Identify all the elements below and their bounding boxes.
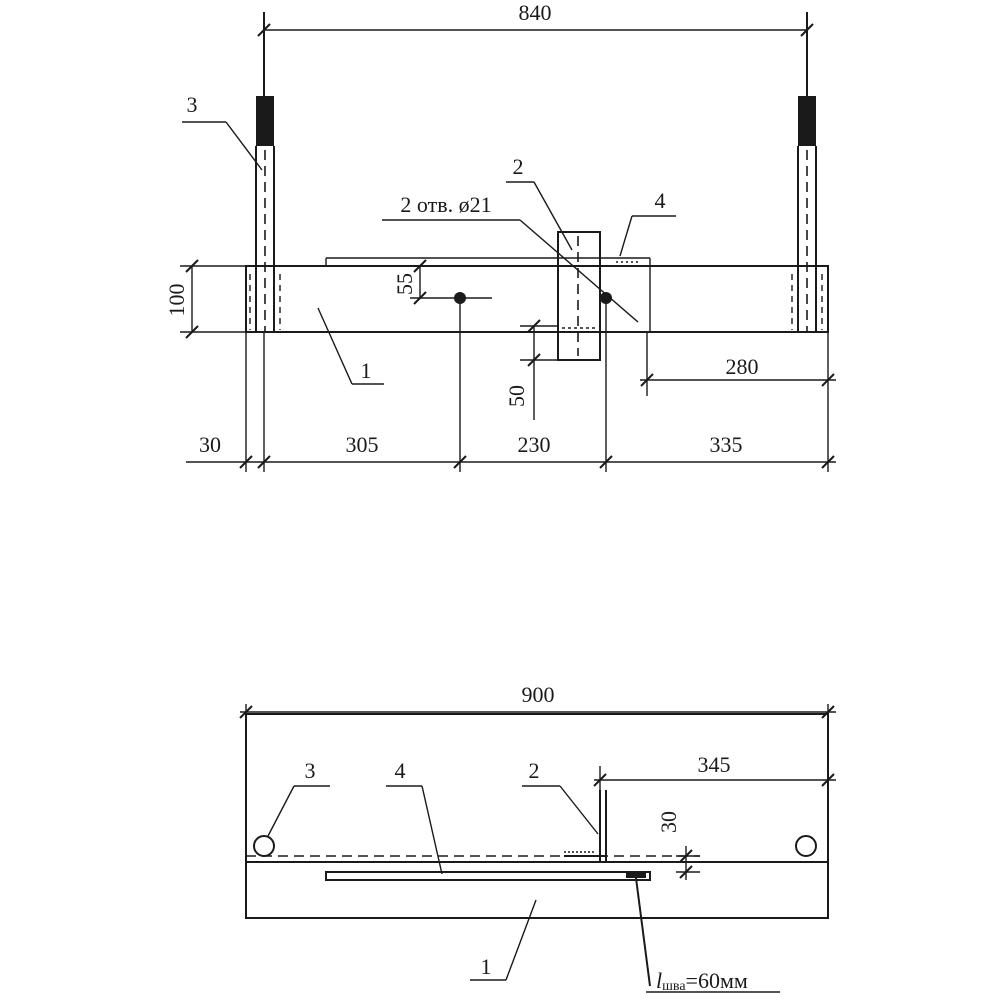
dim-230-label: 230	[518, 432, 551, 457]
dim-30-label: 30	[199, 432, 221, 457]
dim-345-label: 345	[698, 752, 731, 777]
dim-55: 55	[392, 259, 430, 305]
dim-280: 280	[640, 332, 836, 396]
dim-55-label: 55	[392, 273, 417, 295]
callout-3-side: 3	[305, 758, 316, 783]
callout-2-top: 2	[513, 154, 524, 179]
callout-3-top: 3	[187, 92, 198, 117]
dim-30-side: 30	[656, 811, 700, 880]
side-bolt-right	[795, 835, 817, 857]
leader-2-side: 2	[522, 758, 599, 835]
angle-bracket	[557, 231, 601, 361]
dim-840-label: 840	[519, 0, 552, 25]
dim-335-label: 335	[710, 432, 743, 457]
callout-1-top: 1	[361, 358, 372, 383]
top-view: 840 100 55 50	[164, 0, 836, 472]
dim-345: 345	[593, 752, 836, 790]
dim-840: 840	[257, 0, 814, 37]
dim-280-label: 280	[726, 354, 759, 379]
weld-note: lшва=60мм	[646, 968, 780, 994]
left-bolt-thread	[256, 96, 274, 146]
side-beam-outline	[245, 713, 829, 919]
leader-1-top: 1	[317, 307, 384, 385]
dim-chain-bottom: 30 305 230 335	[186, 298, 836, 472]
side-view: 900 345 30 3 4	[239, 682, 836, 994]
leader-3-top: 3	[182, 92, 263, 171]
dim-305-label: 305	[346, 432, 379, 457]
dim-50: 50	[504, 319, 558, 420]
right-bolt	[791, 12, 823, 332]
side-weld	[626, 872, 646, 878]
callout-4-top: 4	[655, 188, 666, 213]
dim-100: 100	[164, 259, 246, 339]
dim-30-side-label: 30	[656, 811, 681, 833]
side-plate	[325, 871, 651, 881]
dim-900: 900	[239, 682, 836, 720]
callout-2-side: 2	[529, 758, 540, 783]
dim-900-label: 900	[522, 682, 555, 707]
beam-outline	[245, 265, 829, 333]
weld-note-text: lшва=60мм	[656, 968, 748, 994]
callout-holes: 2 отв. ø21	[400, 192, 491, 217]
dim-50-label: 50	[504, 385, 529, 407]
leader-2-top: 2	[506, 154, 573, 251]
side-bolt-left	[253, 835, 275, 857]
leader-holes: 2 отв. ø21	[382, 192, 639, 323]
dim-100-label: 100	[164, 284, 189, 317]
right-bolt-thread	[798, 96, 816, 146]
leader-4-side: 4	[386, 758, 443, 875]
side-angle	[564, 790, 607, 862]
callout-4-side: 4	[395, 758, 406, 783]
leader-1-side: 1	[470, 899, 537, 981]
callout-1-side: 1	[481, 954, 492, 979]
leader-4-top: 4	[619, 188, 676, 257]
left-bolt	[249, 12, 281, 332]
leader-3-side: 3	[267, 758, 330, 837]
